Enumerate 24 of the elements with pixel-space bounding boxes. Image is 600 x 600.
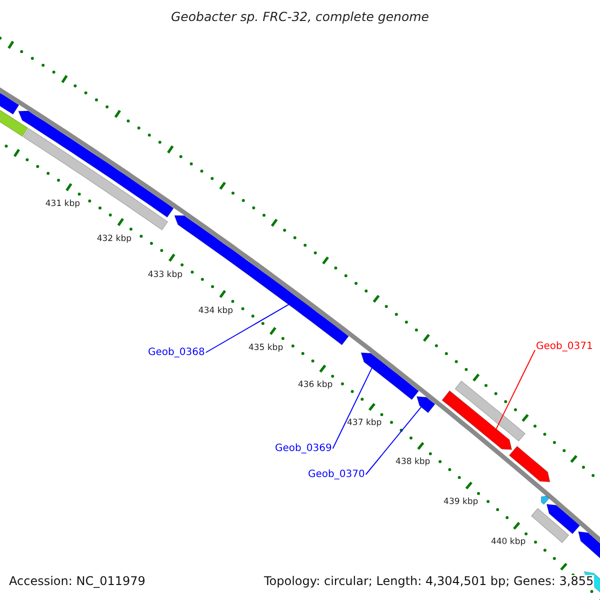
- scale-label: 439 kbp: [444, 498, 478, 508]
- gene-feature: [416, 396, 436, 414]
- leader-line: [332, 368, 372, 449]
- scale-label: 435 kbp: [248, 344, 284, 354]
- gene-label: Geob_0370: [308, 469, 365, 480]
- map-title: Geobacter sp. FRC-32, complete genome: [171, 10, 429, 24]
- scale-label: 438 kbp: [396, 458, 430, 468]
- footer-text: Accession: NC_011979: [9, 575, 146, 588]
- scale-label: 440 kbp: [490, 538, 526, 548]
- scale-label: 434 kbp: [198, 306, 234, 316]
- gene-feature: [442, 390, 512, 450]
- gene-feature: [360, 352, 420, 400]
- scale-label: 432 kbp: [96, 235, 132, 244]
- scale-label: 437 kbp: [347, 419, 382, 429]
- leader-line: [496, 350, 536, 430]
- leader-line: [365, 406, 422, 475]
- scale-label: 431 kbp: [45, 200, 80, 210]
- scale-label: 436 kbp: [298, 381, 333, 391]
- gene-label: Geob_0369: [275, 443, 332, 454]
- footer-text: Topology: circular; Length: 4,304,501 bp; Genes: 3,855: [264, 575, 594, 588]
- gene-label: Geob_0368: [148, 347, 205, 358]
- leader-line: [205, 304, 290, 353]
- gene-label: Geob_0371: [536, 341, 593, 352]
- scale-label: 433 kbp: [148, 270, 183, 280]
